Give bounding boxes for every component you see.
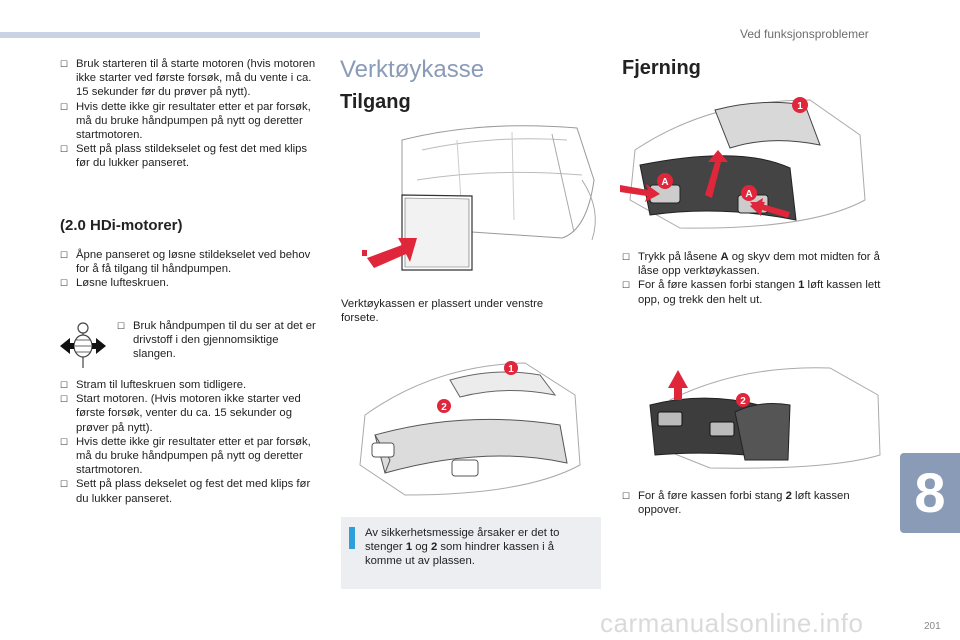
toolbox-title: Verktøykasse: [340, 56, 485, 83]
bullet-item: Løsne lufteskruen.: [60, 276, 322, 290]
page-number: 201: [924, 621, 941, 632]
info-text: Av sikkerhetsmessige årsaker er det to s…: [365, 527, 560, 568]
left-bullets-mid: Åpne panseret og løsne stildekselet ved …: [60, 248, 322, 291]
toolbox-lift-illustration: 2: [649, 367, 881, 469]
left-bullets-top: Bruk starteren til å starte motoren (hvi…: [60, 57, 322, 171]
seat-toolbox-illustration: [362, 125, 596, 271]
toolbox-bars-illustration: 1 2: [359, 361, 581, 496]
bullet-item: Bruk starteren til å starte motoren (hvi…: [60, 57, 322, 100]
access-subtitle: Tilgang: [340, 91, 411, 113]
bullet-item: Start motoren. (Hvis motoren ikke starte…: [60, 392, 322, 435]
info-icon: [349, 527, 355, 549]
bar-label-2: 2: [441, 402, 447, 413]
bullet-item: For å føre kassen forbi stangen 1 løft k…: [622, 278, 882, 306]
bar-label-1: 1: [508, 364, 514, 375]
bullet-item: Stram til lufteskruen som tidligere.: [60, 378, 322, 392]
removal-bullets: Trykk på låsene A og skyv dem mot midten…: [622, 250, 882, 307]
header-bar: [0, 32, 480, 38]
pump-instruction: Bruk håndpumpen til du ser at det er dri…: [117, 319, 322, 362]
bullet-item: Bruk håndpumpen til du ser at det er dri…: [117, 319, 322, 362]
bullet-item: Sett på plass dekselet og fest det med k…: [60, 477, 322, 505]
section-title: Ved funksjonsproblemer: [740, 27, 869, 41]
bar-label-1: 1: [797, 101, 803, 112]
bar-label-2: 2: [740, 396, 746, 407]
engine-subheading: (2.0 HDi-motorer): [60, 217, 183, 234]
safety-info-box: Av sikkerhetsmessige årsaker er det to s…: [341, 517, 601, 589]
removal-title: Fjerning: [622, 57, 701, 79]
hand-pump-icon: [60, 322, 106, 368]
toolbox-latches-illustration: 1 A A: [620, 97, 866, 229]
latch-label-a: A: [745, 189, 752, 200]
bullet-item: Hvis dette ikke gir resultater etter et …: [60, 435, 322, 478]
left-bullets-bottom: Stram til lufteskruen som tidligere. Sta…: [60, 378, 322, 506]
bullet-item: Åpne panseret og løsne stildekselet ved …: [60, 248, 322, 276]
bullet-item: Sett på plass stildekselet og fest det m…: [60, 142, 322, 170]
latch-label-a: A: [661, 177, 668, 188]
toolbox-caption: Verktøykassen er plassert under venstre …: [341, 298, 544, 325]
bullet-item: Trykk på låsene A og skyv dem mot midten…: [622, 250, 882, 278]
lift-bullet: For å føre kassen forbi stang 2 løft kas…: [622, 489, 882, 517]
bullet-item: Hvis dette ikke gir resultater etter et …: [60, 100, 322, 143]
bullet-item: For å føre kassen forbi stang 2 løft kas…: [622, 489, 882, 517]
watermark: carmanualsonline.info: [600, 608, 864, 638]
chapter-tab: 8: [900, 453, 960, 533]
